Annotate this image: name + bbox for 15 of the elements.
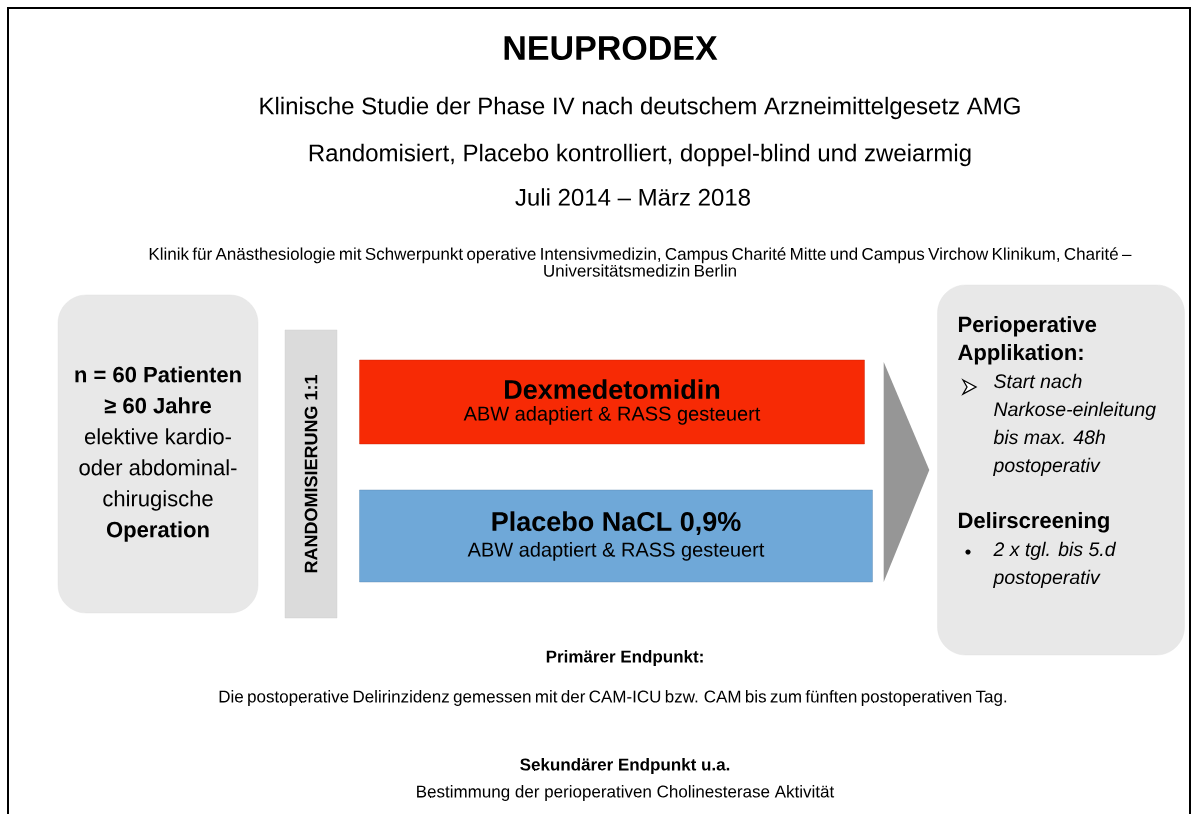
subtitle: Randomisiert, Placebo kontrolliert, doppel-blind und zweiarmig bbox=[309, 143, 971, 167]
title: NEUPRODEX bbox=[504, 35, 718, 61]
treatment-arm-box: Placebo NaCL 0,9% ABW adaptiert & RASS gesteuert bbox=[359, 489, 873, 583]
patient-box: n = 60 Patienten ≥ 60 Jahre elektive kardio- oder abdominal-chirugische Operation bbox=[57, 294, 259, 614]
affiliation: Klinik für Anästhesiologie mit Schwerpunkt operative Intensivmedizin, Campus Charité Mitte und Campus Virchow Klinikum, Charité – Universitätsmedizin Berlin bbox=[149, 247, 1132, 277]
heading: Sekundärer Endpunkt u.a. bbox=[520, 758, 730, 774]
randomization-bar: RANDOMISIERUNG 1:1 bbox=[284, 329, 338, 619]
heading: Primärer Endpunkt: bbox=[546, 650, 703, 666]
chevron-arrow bbox=[883, 362, 930, 582]
info-box: Perioperative Applikation: Start nach Narkose-einleitung bis max. 48h postoperativ Delirscreening 2 x tgl. bis 5.d postoperativ bbox=[937, 284, 1185, 656]
body-text: Bestimmung der perioperativen Cholinesterase Aktivität bbox=[417, 785, 835, 801]
body-text: Die postoperative Delirinzidenz gemessen mit der CAM-ICU bzw. CAM bis zum fünften postoperativen Tag. bbox=[219, 690, 1007, 706]
date-range: Juli 2014 – März 2018 bbox=[515, 188, 750, 206]
treatment-arm-box: Dexmedetomidin ABW adaptiert & RASS gesteuert bbox=[359, 359, 865, 445]
subtitle: Klinische Studie der Phase IV nach deutschem Arzneimittelgesetz AMG bbox=[260, 96, 1020, 120]
